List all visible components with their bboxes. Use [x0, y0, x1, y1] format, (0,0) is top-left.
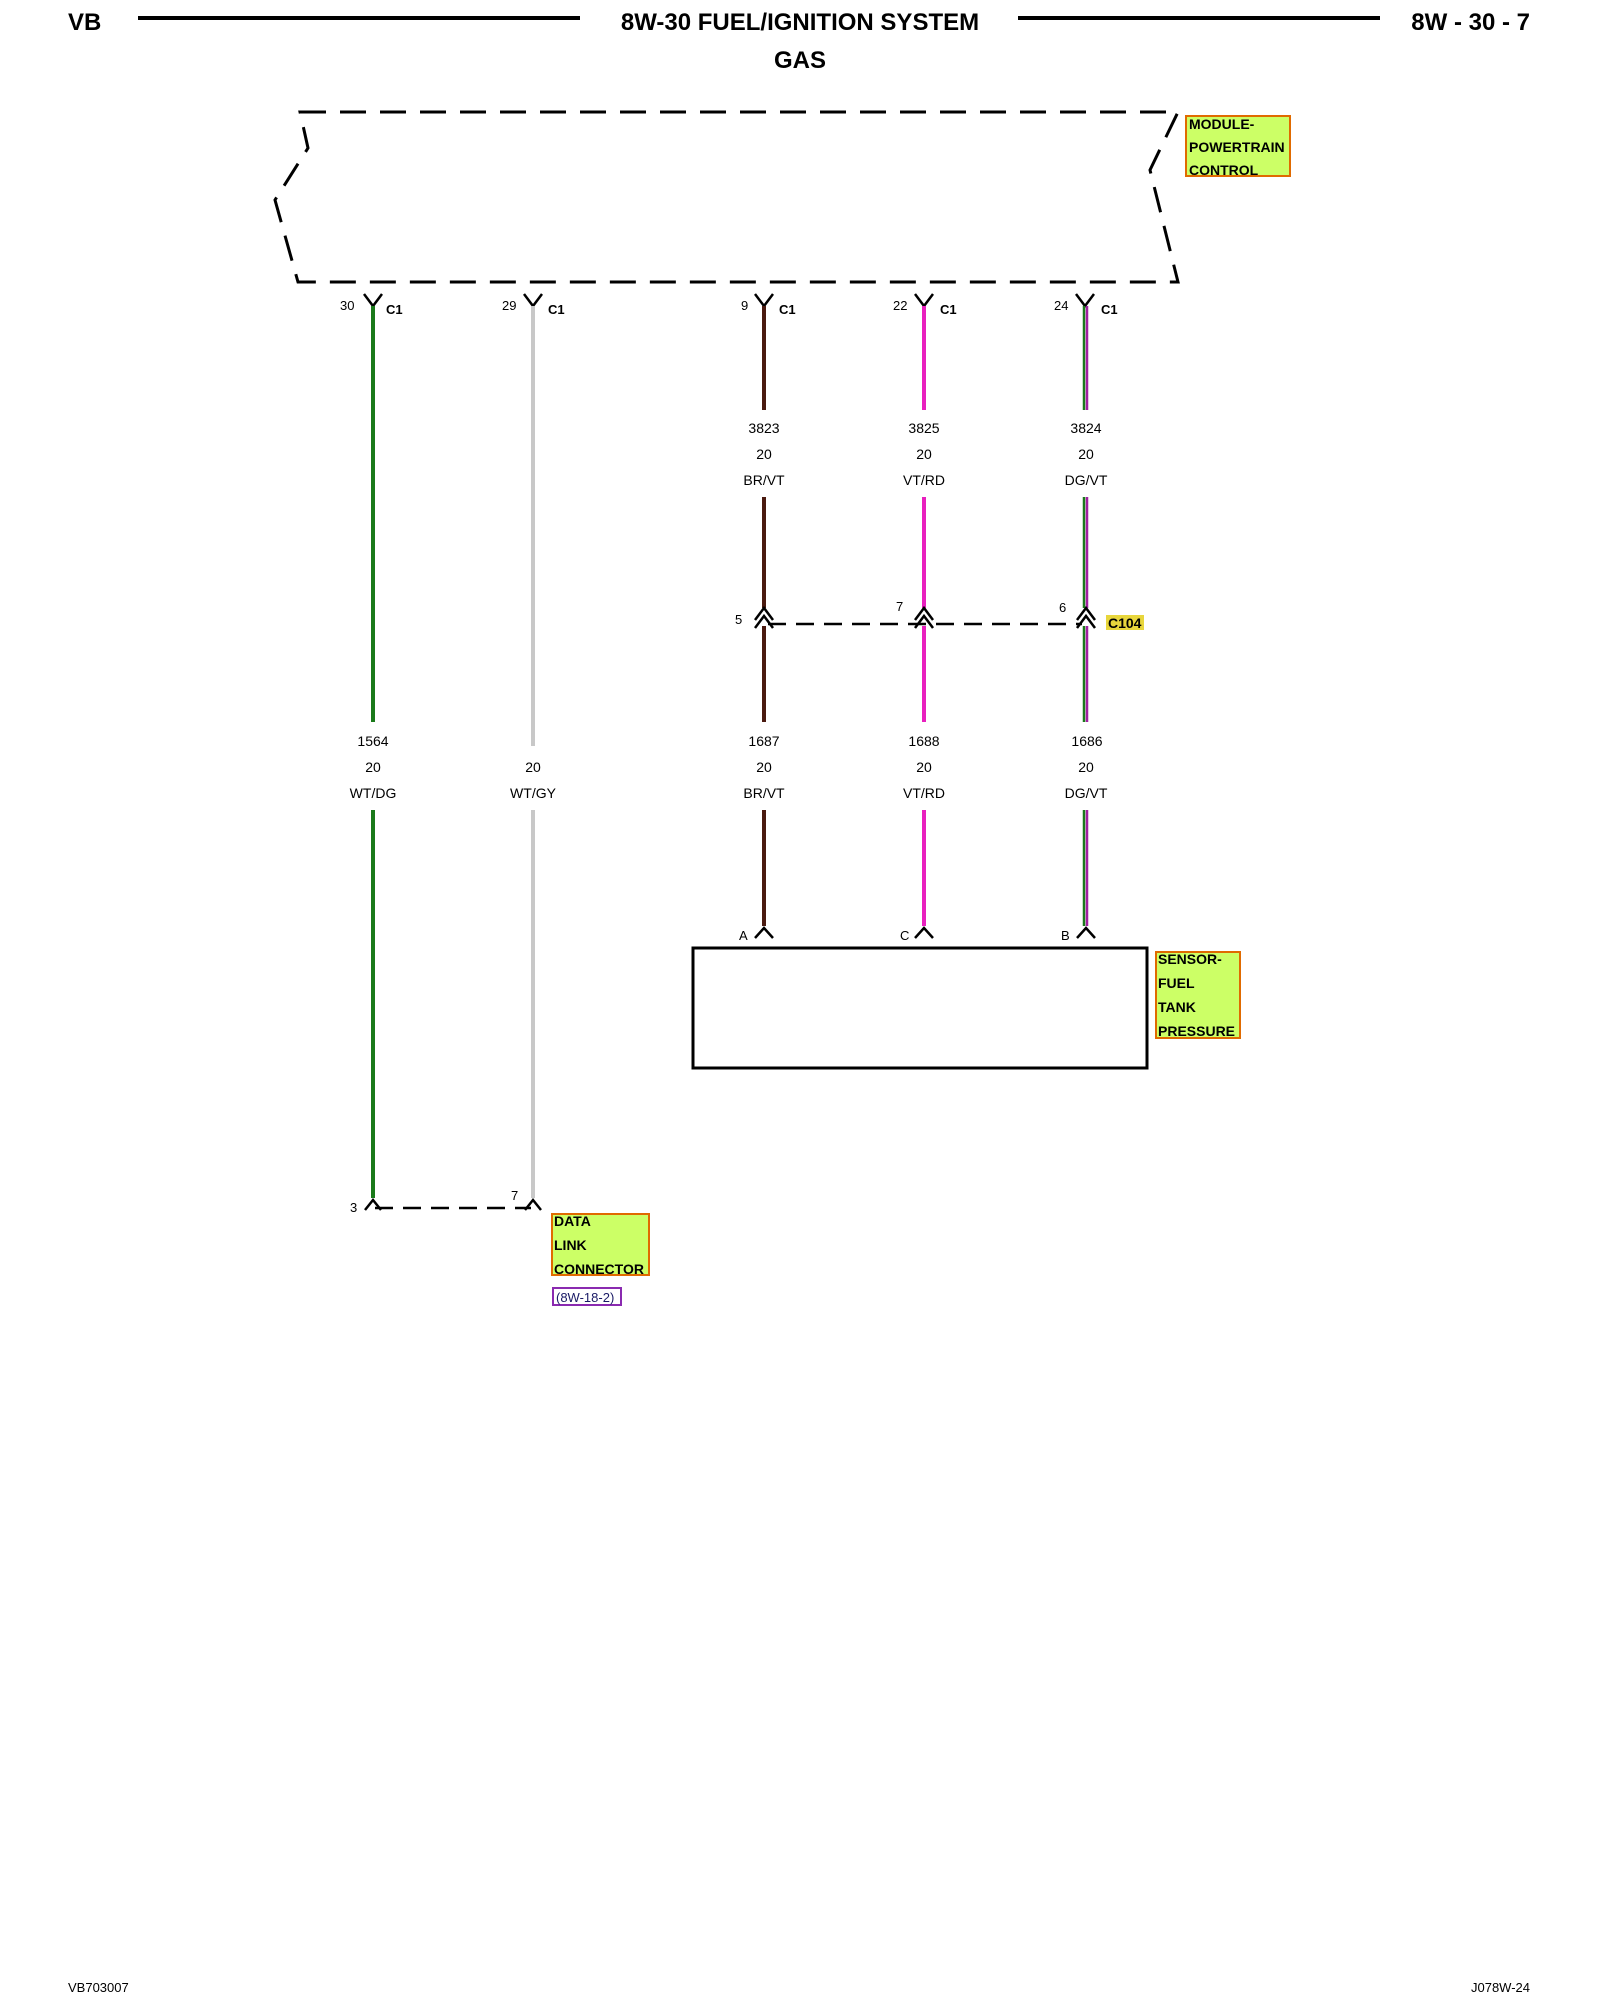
dlc-pin-3-number: 3	[350, 1200, 357, 1215]
pcm-outline	[273, 110, 1181, 284]
page-subtitle: GAS	[774, 47, 826, 74]
sensor-label-line-2: FUEL	[1158, 975, 1195, 991]
header-left: VB	[68, 9, 101, 36]
sensor-pin-c-label: C	[900, 928, 909, 943]
wire-24: 24 C1 3824 20 DG/VT 6 1686 20 DG/VT B	[1054, 293, 1118, 943]
page-header: VB 8W-30 FUEL/IGNITION SYSTEM 8W - 30 - …	[68, 9, 1530, 74]
sensor-label-line-3: TANK	[1158, 999, 1196, 1015]
sensor-label-box	[1155, 951, 1241, 1039]
wire-9: 9 C1 3823 20 BR/VT 5 1687 20 BR/VT A	[735, 293, 796, 943]
wire-24-lower-color: DG/VT	[1065, 785, 1108, 801]
c104-label-text: C104	[1108, 615, 1142, 631]
dlc-ref-link[interactable]: (8W-18-2)	[556, 1290, 614, 1305]
footer-right: J078W-24	[1471, 1980, 1530, 1995]
wire-9-upper-gauge: 20	[756, 446, 772, 462]
pin-29-number: 29	[502, 298, 516, 313]
pcm-label-box	[1185, 115, 1291, 177]
wire-24-lower-circuit: 1686	[1071, 733, 1102, 749]
dlc-label-box	[551, 1213, 650, 1276]
wire-22-upper-gauge: 20	[916, 446, 932, 462]
dlc-label-line-1: DATA	[554, 1213, 591, 1229]
sensor-pin-b-terminal	[1076, 926, 1096, 939]
pin-29-fork	[523, 293, 543, 309]
pin-9-number: 9	[741, 298, 748, 313]
pcm-label-line-2: POWERTRAIN	[1189, 139, 1285, 155]
pcm-label-line-1: MODULE-	[1189, 116, 1255, 132]
dlc-ref-box	[552, 1287, 622, 1306]
wire-30-color: WT/DG	[350, 785, 397, 801]
wire-29-color: WT/GY	[510, 785, 557, 801]
wire-22: 22 C1 3825 20 VT/RD 7 1688 20 VT/RD C	[893, 293, 957, 943]
footer-left: VB703007	[68, 1980, 129, 1995]
fuel-tank-pressure-sensor	[691, 946, 1149, 1070]
wire-24-upper-gauge: 20	[1078, 446, 1094, 462]
header-right: 8W - 30 - 7	[1411, 9, 1530, 36]
pin-9-connector: C1	[779, 302, 796, 317]
c104-label-box	[1106, 615, 1144, 630]
wire-30: 30 C1 1564 20 WT/DG 3	[340, 293, 403, 1215]
wire-9-upper-circuit: 3823	[748, 420, 779, 436]
dlc-pin-7-number: 7	[511, 1188, 518, 1203]
dlc-pin-7-terminal	[524, 1197, 542, 1211]
dlc-pin-3-terminal	[364, 1197, 382, 1211]
wire-29: 29 C1 20 WT/GY 7	[502, 293, 565, 1211]
pin-22-connector: C1	[940, 302, 957, 317]
c104-pin-7-number: 7	[896, 599, 903, 614]
wire-9-lower-circuit: 1687	[748, 733, 779, 749]
c104-label: C104	[1106, 615, 1144, 631]
wire-22-upper-circuit: 3825	[908, 420, 939, 436]
pin-24-number: 24	[1054, 298, 1068, 313]
wire-22-lower-color: VT/RD	[903, 785, 945, 801]
sensor-label: SENSOR- FUEL TANK PRESSURE	[1155, 951, 1241, 1039]
pcm-label: MODULE- POWERTRAIN CONTROL	[1185, 115, 1291, 178]
pin-9-fork	[754, 293, 774, 309]
wire-24-upper-color: DG/VT	[1065, 472, 1108, 488]
dlc-label-line-3: CONNECTOR	[554, 1261, 644, 1277]
sensor-label-line-4: PRESSURE	[1158, 1023, 1235, 1039]
c104-pin-5-number: 5	[735, 612, 742, 627]
wire-22-lower-gauge: 20	[916, 759, 932, 775]
sensor-pin-a-label: A	[739, 928, 748, 943]
pin-22-number: 22	[893, 298, 907, 313]
pin-24-fork	[1075, 293, 1095, 309]
sensor-pin-b-label: B	[1061, 928, 1070, 943]
wire-30-circuit: 1564	[357, 733, 388, 749]
page-title: 8W-30 FUEL/IGNITION SYSTEM	[621, 9, 979, 36]
pin-30-fork	[363, 293, 383, 309]
c104-pin-6-number: 6	[1059, 600, 1066, 615]
pin-24-connector: C1	[1101, 302, 1118, 317]
dlc-label-line-2: LINK	[554, 1237, 587, 1253]
pin-29-connector: C1	[548, 302, 565, 317]
pin-30-number: 30	[340, 298, 354, 313]
pin-22-fork	[914, 293, 934, 309]
wire-22-lower-circuit: 1688	[908, 733, 939, 749]
dlc-label: DATA LINK CONNECTOR (8W-18-2)	[551, 1213, 650, 1306]
wire-24-lower-gauge: 20	[1078, 759, 1094, 775]
sensor-pin-a-terminal	[754, 926, 774, 939]
wire-24-upper-circuit: 3824	[1070, 420, 1101, 436]
wire-9-lower-color: BR/VT	[743, 785, 785, 801]
wire-9-upper-color: BR/VT	[743, 472, 785, 488]
wire-22-upper-color: VT/RD	[903, 472, 945, 488]
sensor-label-line-1: SENSOR-	[1158, 951, 1222, 967]
wire-29-gauge: 20	[525, 759, 541, 775]
pcm-label-line-3: CONTROL	[1189, 162, 1259, 178]
wire-30-gauge: 20	[365, 759, 381, 775]
wire-9-lower-gauge: 20	[756, 759, 772, 775]
pin-30-connector: C1	[386, 302, 403, 317]
sensor-pin-c-terminal	[914, 926, 934, 939]
